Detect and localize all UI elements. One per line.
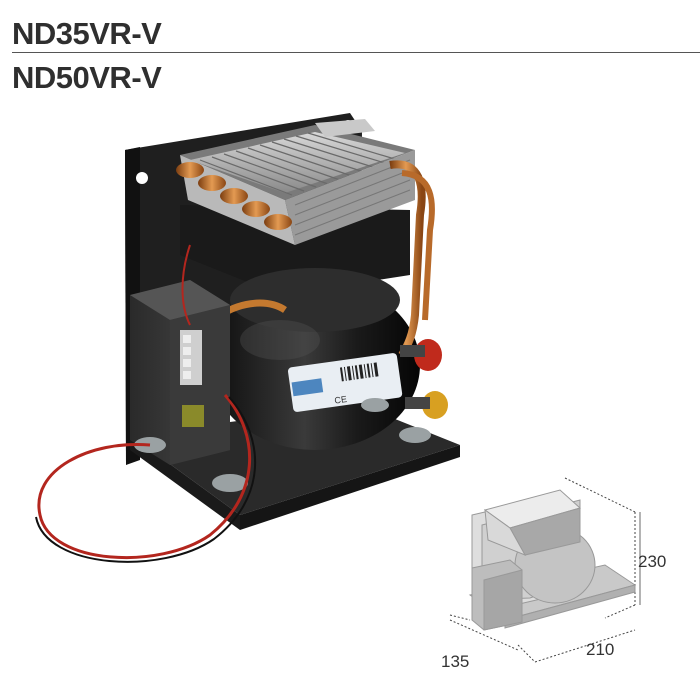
power-cable [35, 244, 257, 563]
model-title-primary: ND35VR-V [12, 16, 162, 51]
electronic-unit [130, 280, 230, 465]
model-title-secondary: ND50VR-V [12, 60, 162, 95]
dimension-width-label: 210 [586, 640, 615, 659]
ce-mark: CE [334, 394, 348, 406]
title-divider [12, 52, 700, 53]
compressor-unit-illustration: CE [35, 113, 460, 563]
dimension-height-label: 230 [638, 552, 667, 571]
dimension-drawing [449, 477, 641, 663]
service-valves [400, 339, 448, 419]
dimension-depth-label: 135 [441, 652, 470, 671]
unit-outline [468, 489, 637, 631]
